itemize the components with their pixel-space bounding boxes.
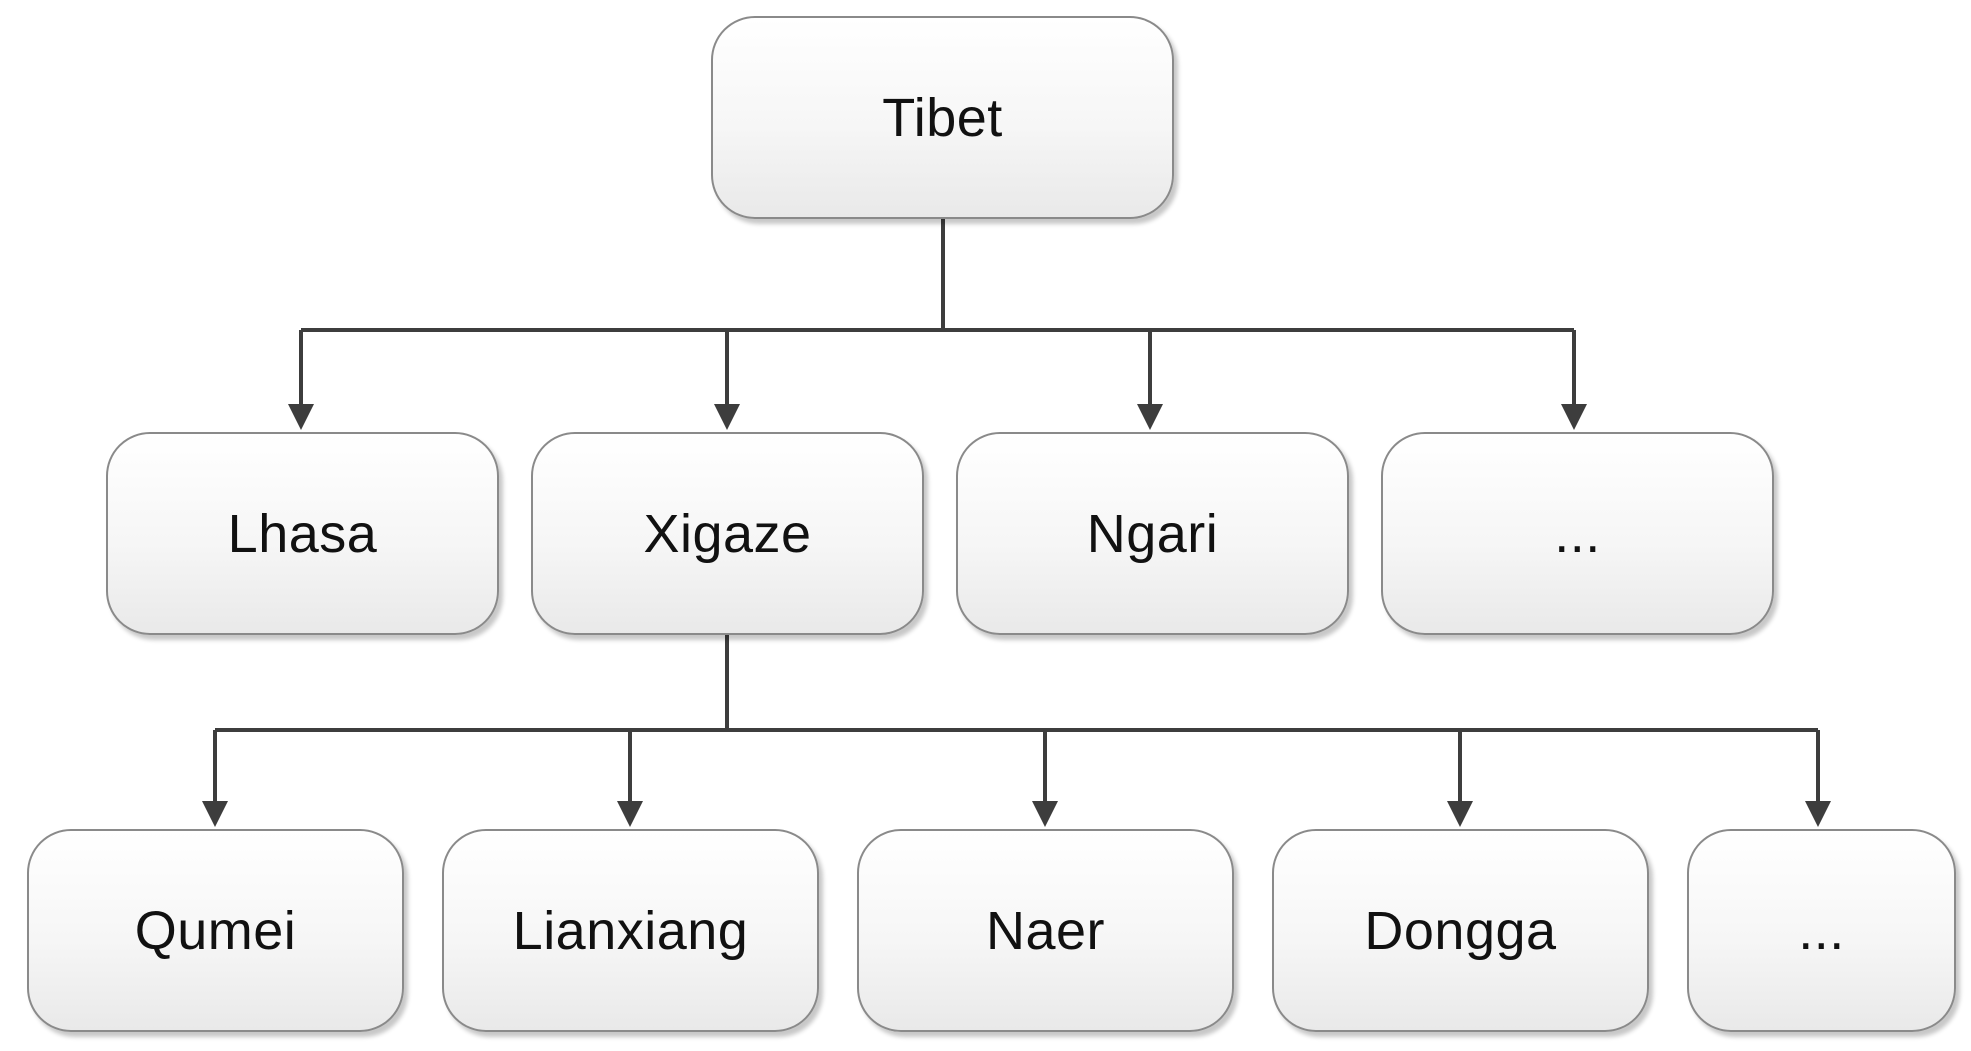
node-label: ... <box>1798 900 1845 961</box>
node-label: ... <box>1554 503 1601 564</box>
drop-line-xigaze <box>725 330 729 406</box>
arrowhead-l1-more <box>1561 404 1587 430</box>
arrowhead-naer <box>1032 801 1058 827</box>
node-label: Qumei <box>134 900 297 961</box>
node-level1-more: ... <box>1381 432 1774 635</box>
node-label: Lianxiang <box>512 900 749 961</box>
node-lianxiang: Lianxiang <box>442 829 819 1032</box>
drop-line-qumei <box>213 730 217 803</box>
node-label: Dongga <box>1364 900 1557 961</box>
drop-line-naer <box>1043 730 1047 803</box>
node-label: Xigaze <box>643 503 812 564</box>
drop-line-l2-more <box>1816 730 1820 803</box>
node-label: Ngari <box>1086 503 1219 564</box>
node-ngari: Ngari <box>956 432 1349 635</box>
node-tibet: Tibet <box>711 16 1174 219</box>
arrowhead-qumei <box>202 801 228 827</box>
drop-line-l1-more <box>1572 330 1576 406</box>
arrowhead-xigaze <box>714 404 740 430</box>
node-qumei: Qumei <box>27 829 404 1032</box>
node-label: Tibet <box>882 87 1003 148</box>
node-label: Lhasa <box>227 503 378 564</box>
node-naer: Naer <box>857 829 1234 1032</box>
arrowhead-lianxiang <box>617 801 643 827</box>
node-label: Naer <box>985 900 1106 961</box>
arrowhead-l2-more <box>1805 801 1831 827</box>
arrowhead-lhasa <box>288 404 314 430</box>
drop-line-lhasa <box>299 330 303 406</box>
arrowhead-dongga <box>1447 801 1473 827</box>
node-lhasa: Lhasa <box>106 432 499 635</box>
node-dongga: Dongga <box>1272 829 1649 1032</box>
arrowhead-ngari <box>1137 404 1163 430</box>
drop-line-ngari <box>1148 330 1152 406</box>
drop-line-lianxiang <box>628 730 632 803</box>
node-xigaze: Xigaze <box>531 432 924 635</box>
drop-line-dongga <box>1458 730 1462 803</box>
node-level2-more: ... <box>1687 829 1956 1032</box>
